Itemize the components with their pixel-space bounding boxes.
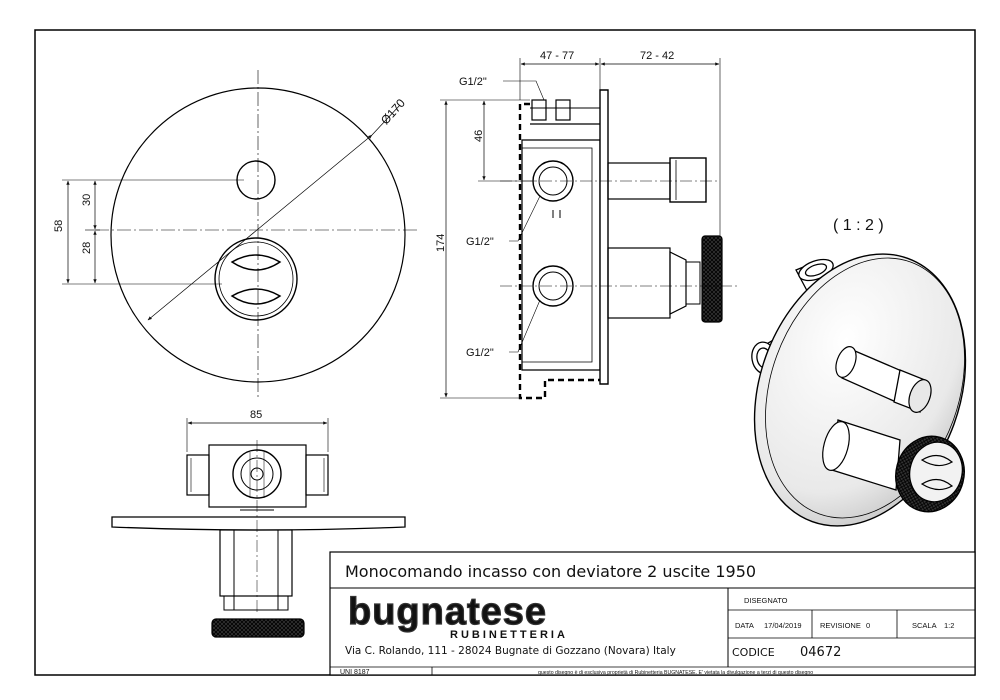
plate-side <box>599 89 609 385</box>
knurled-knob-top <box>211 618 305 638</box>
dim-side-top-right: 72 - 42 <box>640 50 674 62</box>
thread-label-bottom: G1/2" <box>466 347 494 359</box>
knurled-knob-side <box>701 235 723 323</box>
scale-note: ( 1 : 2 ) <box>833 217 884 234</box>
product-title: Monocomando incasso con deviatore 2 usci… <box>345 562 756 581</box>
dim-side-46: 46 <box>473 130 485 142</box>
isometric-view: ( 1 : 2 ) <box>751 217 967 527</box>
drawn-label: DISEGNATO <box>744 596 788 605</box>
top-view: 85 <box>111 409 406 638</box>
logo-main: bugnatese <box>348 591 547 633</box>
thread-label-middle: G1/2" <box>466 236 494 248</box>
dim-side-top-left: 47 - 77 <box>540 50 574 62</box>
scale-label: SCALA <box>912 621 937 630</box>
dim-front-28: 28 <box>81 242 93 254</box>
code-value: 04672 <box>800 645 841 660</box>
revision-label: REVISIONE <box>820 621 861 630</box>
disclaimer: questo disegno è di esclusiva proprietà … <box>538 670 813 676</box>
plate-edge <box>111 516 406 531</box>
side-view: 47 - 77 72 - 42 46 174 G1/2" G1/2" G1/2" <box>435 50 740 400</box>
company-address: Via C. Rolando, 111 - 28024 Bugnate di G… <box>345 645 676 657</box>
scale-value: 1:2 <box>944 621 954 630</box>
dim-bottom-85: 85 <box>250 409 262 421</box>
lever-knob <box>214 237 298 321</box>
dim-side-174: 174 <box>435 234 447 252</box>
standard-label: UNI 8187 <box>340 669 370 676</box>
front-view: Ø170 58 30 28 <box>53 70 420 400</box>
date-value: 17/04/2019 <box>764 621 802 630</box>
iso-plate <box>753 253 967 527</box>
dim-diameter-label: Ø170 <box>378 96 408 127</box>
logo-sub: RUBINETTERIA <box>450 629 568 641</box>
thread-label-top: G1/2" <box>459 76 487 88</box>
dim-front-58: 58 <box>53 220 65 232</box>
title-block: Monocomando incasso con deviatore 2 usci… <box>329 551 976 676</box>
dim-front-30: 30 <box>81 194 93 206</box>
code-label: CODICE <box>732 646 775 659</box>
lower-port <box>532 265 574 307</box>
revision-value: 0 <box>866 621 870 630</box>
date-label: DATA <box>735 621 754 630</box>
